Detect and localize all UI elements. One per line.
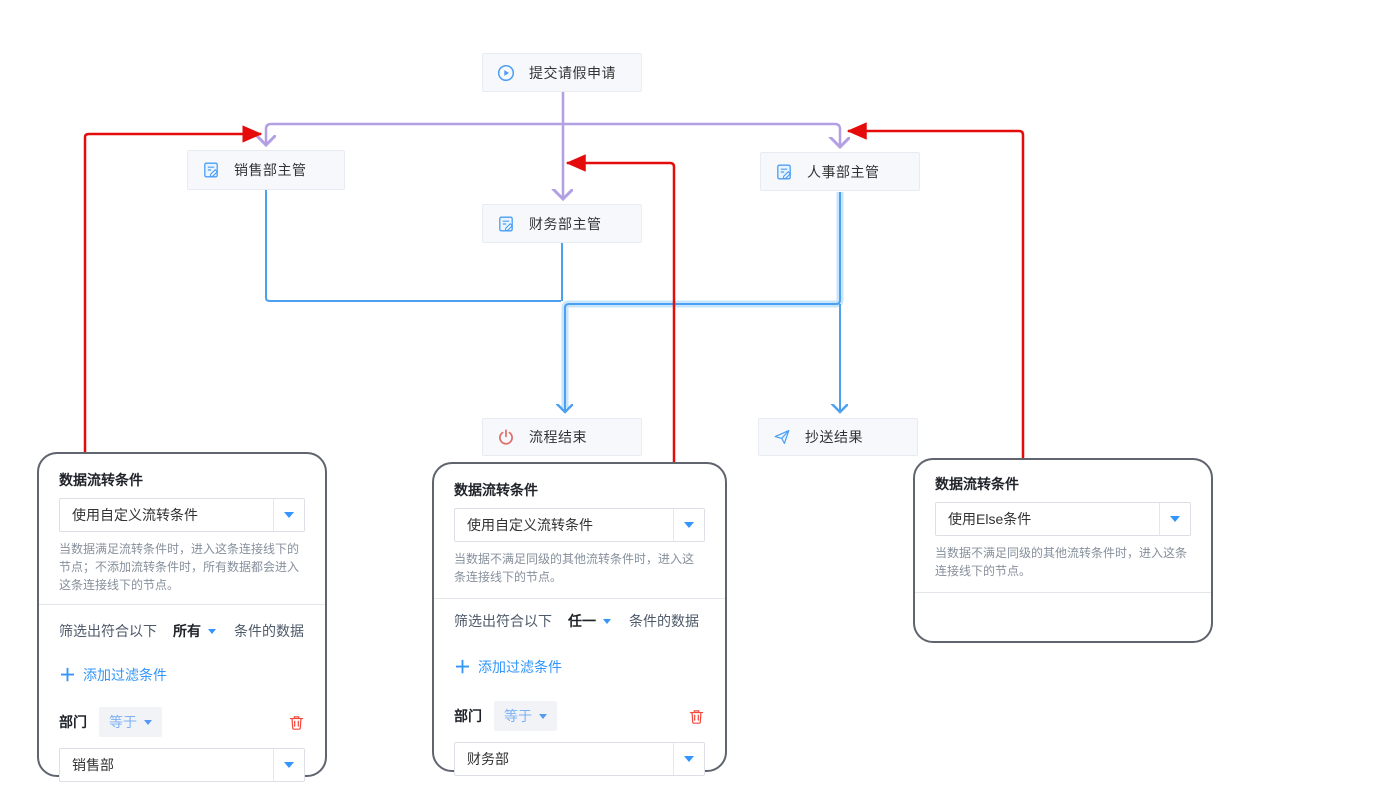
filter-mode-value: 任一 [568, 613, 596, 629]
filter-mode-dropdown[interactable]: 任一 [568, 611, 611, 631]
plus-icon: ＋ [454, 657, 471, 677]
filter-prefix: 筛选出符合以下 [59, 623, 157, 639]
panel-title: 数据流转条件 [454, 482, 538, 498]
plus-icon: ＋ [59, 665, 76, 685]
trash-icon [289, 715, 304, 730]
chevron-down-icon [673, 743, 704, 775]
node-label: 财务部主管 [529, 215, 602, 232]
edge-start-hr[interactable] [563, 122, 840, 147]
delete-condition-button[interactable] [688, 708, 705, 725]
node-end[interactable]: 流程结束 [482, 418, 642, 456]
send-icon [773, 428, 791, 446]
panel-title: 数据流转条件 [935, 476, 1019, 492]
edge-sales-end[interactable] [265, 190, 561, 302]
operator-value: 等于 [504, 708, 532, 724]
condition-value-select[interactable]: 财务部 [454, 742, 705, 776]
condition-row: 部门 等于 [454, 701, 705, 731]
node-cc[interactable]: 抄送结果 [758, 418, 918, 456]
node-label: 销售部主管 [234, 162, 307, 178]
divider [434, 598, 725, 599]
condition-panel-else: 数据流转条件 使用Else条件 当数据不满足同级的其他流转条件时，进入这条连接线… [913, 458, 1213, 643]
node-start[interactable]: 提交请假申请 [482, 53, 642, 92]
filter-row: 筛选出符合以下 任一 条件的数据 [454, 611, 705, 631]
add-filter-button[interactable]: ＋ 添加过滤条件 [454, 657, 562, 677]
condition-description: 当数据不满足同级的其他流转条件时，进入这条连接线下的节点。 [935, 546, 1188, 578]
chevron-down-icon [603, 618, 611, 624]
pointer-left-panel [83, 125, 263, 452]
node-label: 流程结束 [529, 429, 587, 445]
filter-mode-dropdown[interactable]: 所有 [173, 621, 216, 641]
delete-condition-button[interactable] [288, 714, 305, 731]
condition-type-value: 使用自定义流转条件 [72, 507, 198, 523]
condition-field-label: 部门 [59, 714, 87, 730]
condition-field-label: 部门 [454, 708, 482, 724]
filter-prefix: 筛选出符合以下 [454, 613, 552, 629]
chevron-down-icon [144, 719, 152, 725]
chevron-down-icon [1159, 503, 1190, 535]
play-circle-icon [497, 64, 515, 82]
node-sales[interactable]: 销售部主管 [187, 150, 345, 190]
edge-start-sales[interactable] [266, 122, 563, 145]
edit-doc-icon [497, 215, 515, 233]
panel-title: 数据流转条件 [59, 472, 143, 488]
filter-suffix: 条件的数据 [234, 623, 304, 639]
condition-type-select[interactable]: 使用自定义流转条件 [454, 508, 705, 542]
power-icon [497, 428, 515, 446]
node-label: 抄送结果 [805, 429, 863, 445]
add-filter-label: 添加过滤条件 [83, 667, 167, 683]
pointer-middle-panel [565, 154, 676, 462]
filter-mode-value: 所有 [173, 623, 201, 639]
condition-description: 当数据满足流转条件时，进入这条连接线下的节点；不添加流转条件时，所有数据都会进入… [59, 542, 300, 592]
divider [915, 592, 1211, 593]
chevron-down-icon [208, 628, 216, 634]
condition-row: 部门 等于 [59, 707, 305, 737]
node-hr[interactable]: 人事部主管 [760, 152, 920, 191]
chevron-down-icon [539, 713, 547, 719]
condition-value-select[interactable]: 销售部 [59, 748, 305, 782]
edit-doc-icon [775, 163, 793, 181]
condition-type-value: 使用Else条件 [948, 511, 1032, 527]
operator-dropdown[interactable]: 等于 [99, 707, 162, 737]
chevron-down-icon [273, 499, 304, 531]
divider [39, 604, 325, 605]
add-filter-label: 添加过滤条件 [478, 659, 562, 675]
trash-icon [689, 709, 704, 724]
condition-type-value: 使用自定义流转条件 [467, 517, 593, 533]
node-label: 人事部主管 [807, 163, 880, 180]
condition-value: 财务部 [467, 751, 509, 767]
operator-dropdown[interactable]: 等于 [494, 701, 557, 731]
operator-value: 等于 [109, 714, 137, 730]
pointer-right-panel [846, 122, 1025, 458]
edge-hr-end[interactable] [565, 192, 841, 412]
edit-doc-icon [202, 161, 220, 179]
condition-type-select[interactable]: 使用Else条件 [935, 502, 1191, 536]
condition-panel-sales: 数据流转条件 使用自定义流转条件 当数据满足流转条件时，进入这条连接线下的节点；… [37, 452, 327, 782]
node-finance[interactable]: 财务部主管 [482, 204, 642, 243]
chevron-down-icon [673, 509, 704, 541]
node-label: 提交请假申请 [529, 64, 616, 81]
filter-row: 筛选出符合以下 所有 条件的数据 [59, 621, 305, 641]
condition-panel-finance: 数据流转条件 使用自定义流转条件 当数据不满足同级的其他流转条件时，进入这条连接… [432, 462, 727, 776]
add-filter-button[interactable]: ＋ 添加过滤条件 [59, 665, 167, 685]
condition-description: 当数据不满足同级的其他流转条件时，进入这条连接线下的节点。 [454, 552, 695, 584]
condition-type-select[interactable]: 使用自定义流转条件 [59, 498, 305, 532]
chevron-down-icon [273, 749, 304, 781]
filter-suffix: 条件的数据 [629, 613, 699, 629]
condition-value: 销售部 [72, 757, 114, 773]
